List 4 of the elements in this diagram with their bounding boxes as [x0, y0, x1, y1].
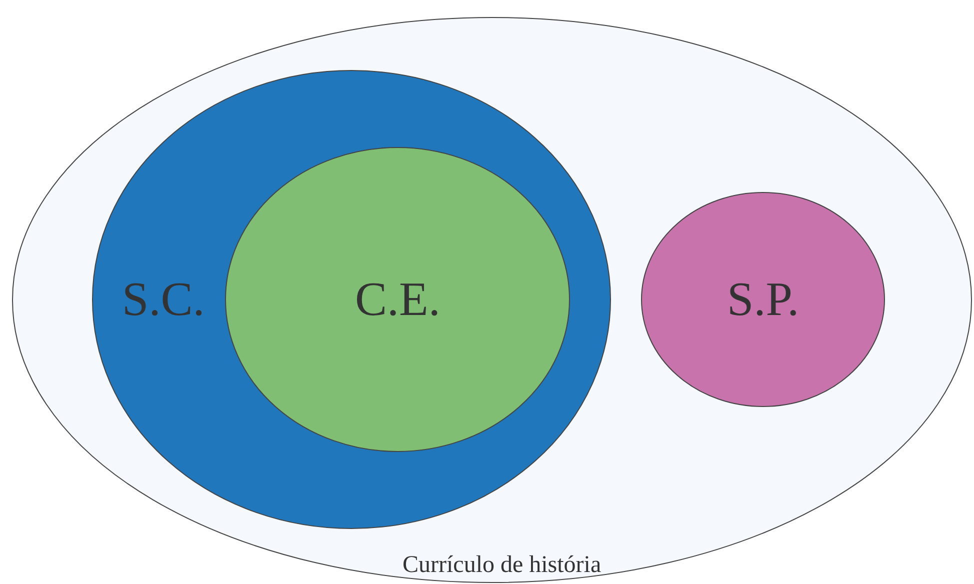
- region-label: S.C.: [122, 276, 205, 324]
- region-label: S.P.: [727, 276, 800, 324]
- region-label: C.E.: [355, 276, 440, 324]
- region-label: Currículo de história: [402, 553, 602, 577]
